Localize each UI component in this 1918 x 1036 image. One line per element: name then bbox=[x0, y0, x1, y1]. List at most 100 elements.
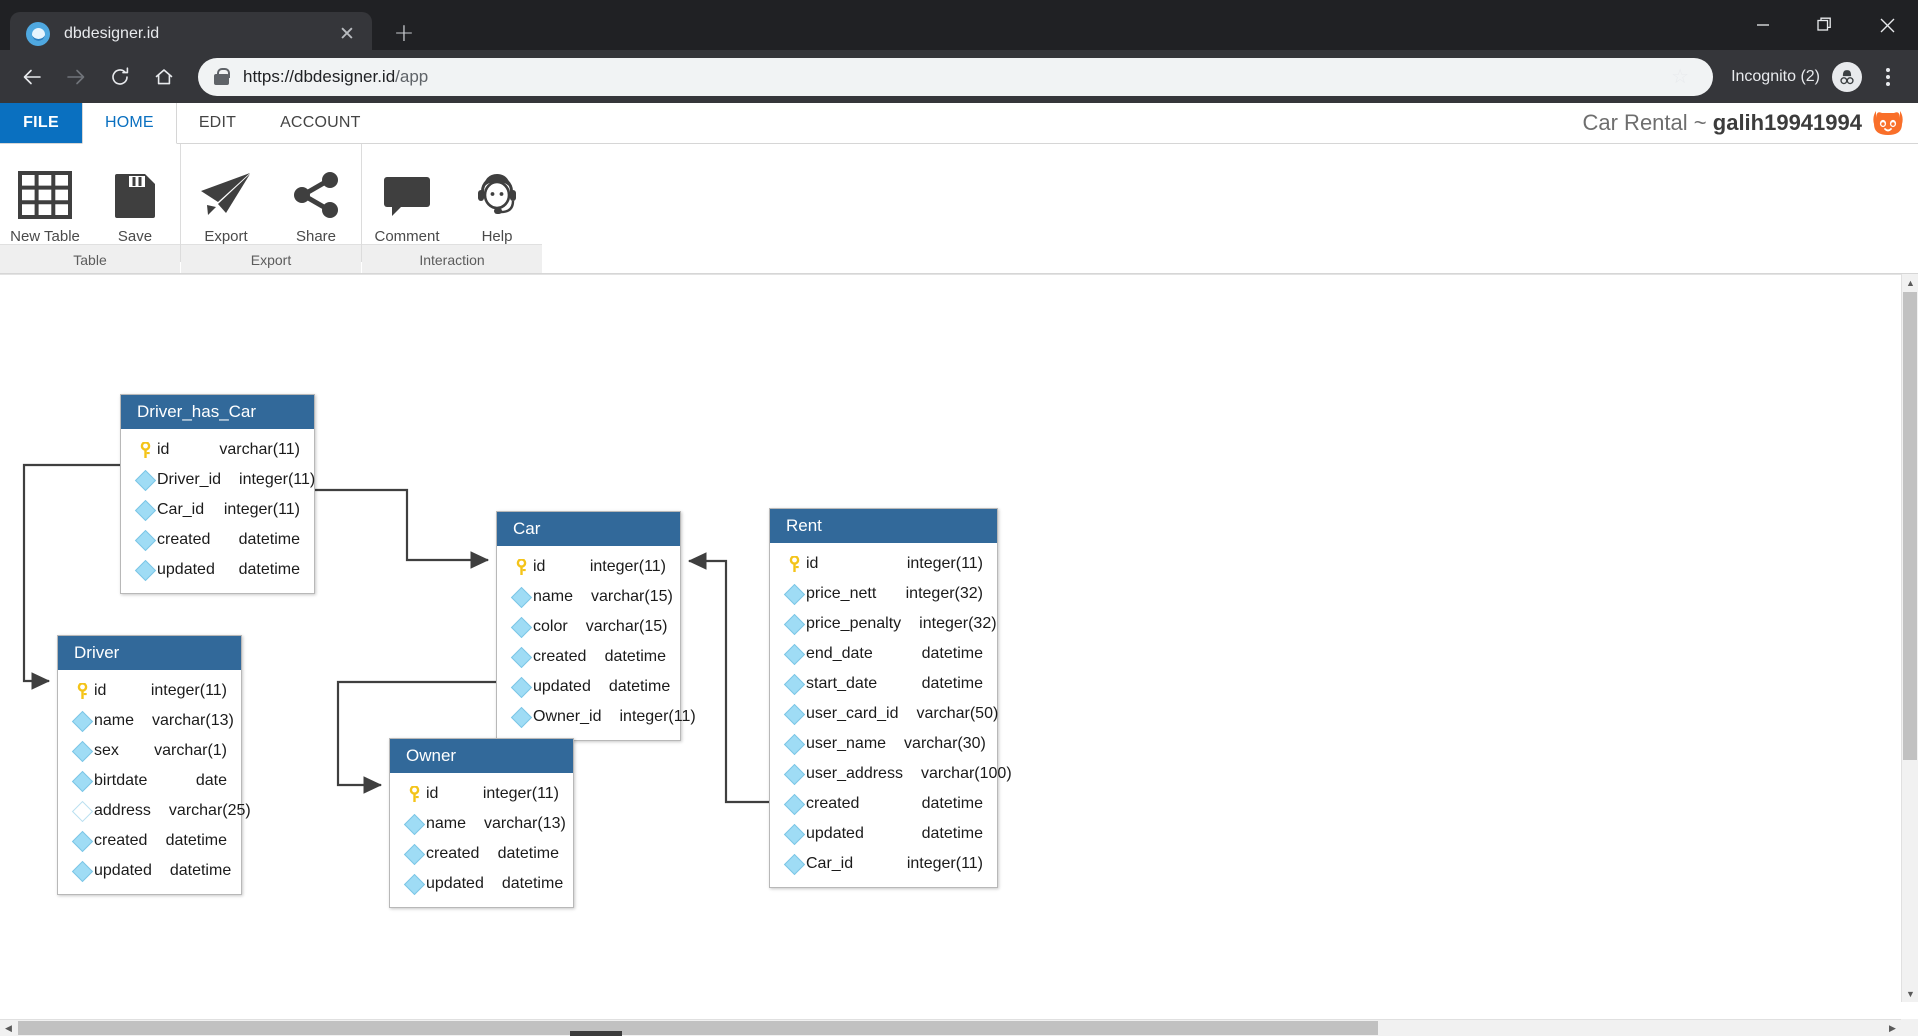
export-button[interactable]: Export bbox=[181, 152, 271, 245]
field-diamond-icon bbox=[782, 613, 806, 635]
new-table-button[interactable]: New Table bbox=[0, 152, 90, 245]
table-header[interactable]: Car bbox=[497, 512, 680, 546]
menu-item-account[interactable]: ACCOUNT bbox=[280, 114, 361, 131]
ribbon-group-label-export: Export bbox=[181, 244, 361, 274]
menu-item-file[interactable]: FILE bbox=[0, 103, 82, 143]
table-header[interactable]: Rent bbox=[770, 509, 997, 543]
kebab-menu-icon[interactable] bbox=[1868, 55, 1908, 99]
triangle-right-icon[interactable]: ▶ bbox=[1889, 1023, 1896, 1033]
ribbon-divider bbox=[180, 144, 181, 262]
plus-icon[interactable]: + bbox=[393, 17, 415, 47]
field-diamond-icon bbox=[133, 499, 157, 521]
save-button[interactable]: Save bbox=[90, 152, 180, 245]
menu-item-home[interactable]: HOME bbox=[82, 103, 177, 144]
home-icon[interactable] bbox=[142, 55, 186, 99]
field-diamond-icon bbox=[782, 643, 806, 665]
horizontal-scrollbar-thumb[interactable] bbox=[18, 1021, 1378, 1035]
primary-key-icon bbox=[70, 682, 94, 700]
table-header[interactable]: Driver bbox=[58, 636, 241, 670]
paper-plane-icon bbox=[198, 164, 254, 226]
tab-strip: dbdesigner.id ✕ + bbox=[0, 0, 1918, 56]
field-diamond-icon bbox=[133, 559, 157, 581]
help-button[interactable]: Help bbox=[452, 152, 542, 245]
vertical-scrollbar[interactable]: ▲ ▼ bbox=[1901, 274, 1918, 1002]
address-bar[interactable]: https://dbdesigner.id/app ☆ bbox=[198, 57, 1714, 96]
ribbon-bottom-border bbox=[0, 273, 1918, 274]
triangle-up-icon[interactable]: ▲ bbox=[1906, 277, 1915, 288]
dbdesigner-logo-icon bbox=[26, 22, 50, 46]
horizontal-scrollbar[interactable]: ◀ ▶ bbox=[0, 1019, 1901, 1036]
close-icon[interactable]: ✕ bbox=[339, 23, 355, 45]
ribbon-group-label-table: Table bbox=[0, 244, 180, 274]
page-title: Car Rental ~ galih19941994 bbox=[1582, 110, 1863, 135]
minimize-icon[interactable] bbox=[1732, 0, 1794, 50]
field-diamond-icon bbox=[402, 843, 426, 865]
primary-key-icon bbox=[133, 441, 157, 459]
incognito-hat-icon[interactable] bbox=[1832, 61, 1862, 92]
table-header[interactable]: Owner bbox=[390, 739, 573, 773]
octocat-icon[interactable] bbox=[1872, 108, 1904, 138]
share-button[interactable]: Share bbox=[271, 152, 361, 245]
triangle-left-icon[interactable]: ◀ bbox=[5, 1023, 12, 1033]
table-header[interactable]: Driver_has_Car bbox=[121, 395, 314, 429]
maximize-restore-icon[interactable] bbox=[1794, 0, 1856, 50]
arrow-back-icon[interactable] bbox=[10, 55, 54, 99]
window-close-icon[interactable] bbox=[1856, 0, 1918, 50]
star-icon[interactable]: ☆ bbox=[1671, 66, 1690, 88]
browser-tab[interactable]: dbdesigner.id ✕ bbox=[10, 12, 372, 56]
primary-key-icon bbox=[402, 785, 426, 803]
triangle-down-icon[interactable]: ▼ bbox=[1906, 988, 1915, 999]
save-label: Save bbox=[117, 228, 153, 245]
vertical-scrollbar-thumb[interactable] bbox=[1903, 292, 1917, 760]
comment-button[interactable]: Comment bbox=[362, 152, 452, 245]
primary-key-icon bbox=[782, 555, 806, 573]
field-diamond-icon bbox=[782, 853, 806, 875]
reload-icon[interactable] bbox=[98, 55, 142, 99]
menu-item-edit[interactable]: EDIT bbox=[198, 114, 237, 131]
field-diamond-icon bbox=[509, 706, 533, 728]
grid-table-icon bbox=[17, 164, 73, 226]
